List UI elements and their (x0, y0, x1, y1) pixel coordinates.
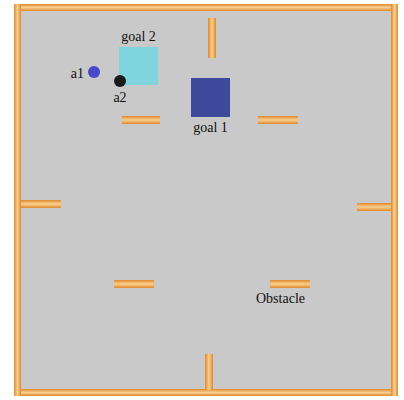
wall-segment (114, 280, 154, 288)
floor (16, 6, 396, 394)
agent-robot: a1 (88, 66, 100, 78)
obstacle-label: Obstacle (256, 291, 305, 307)
agent-label: a1 (71, 66, 84, 82)
goal-label: goal 1 (193, 120, 228, 136)
goal-square: goal 1 (191, 78, 230, 117)
outer-wall (14, 4, 21, 396)
wall-segment (205, 354, 213, 390)
agent-label: a2 (113, 90, 126, 106)
wall-segment (270, 280, 310, 288)
goal-label: goal 2 (121, 29, 156, 45)
wall-segment (258, 116, 298, 124)
wall-segment (357, 203, 391, 211)
outer-wall (14, 4, 398, 11)
outer-wall (391, 4, 398, 396)
wall-segment (21, 200, 61, 208)
wall-segment (122, 116, 160, 124)
agent-robot: a2 (114, 75, 126, 87)
wall-segment (208, 18, 216, 58)
outer-wall (14, 389, 398, 396)
